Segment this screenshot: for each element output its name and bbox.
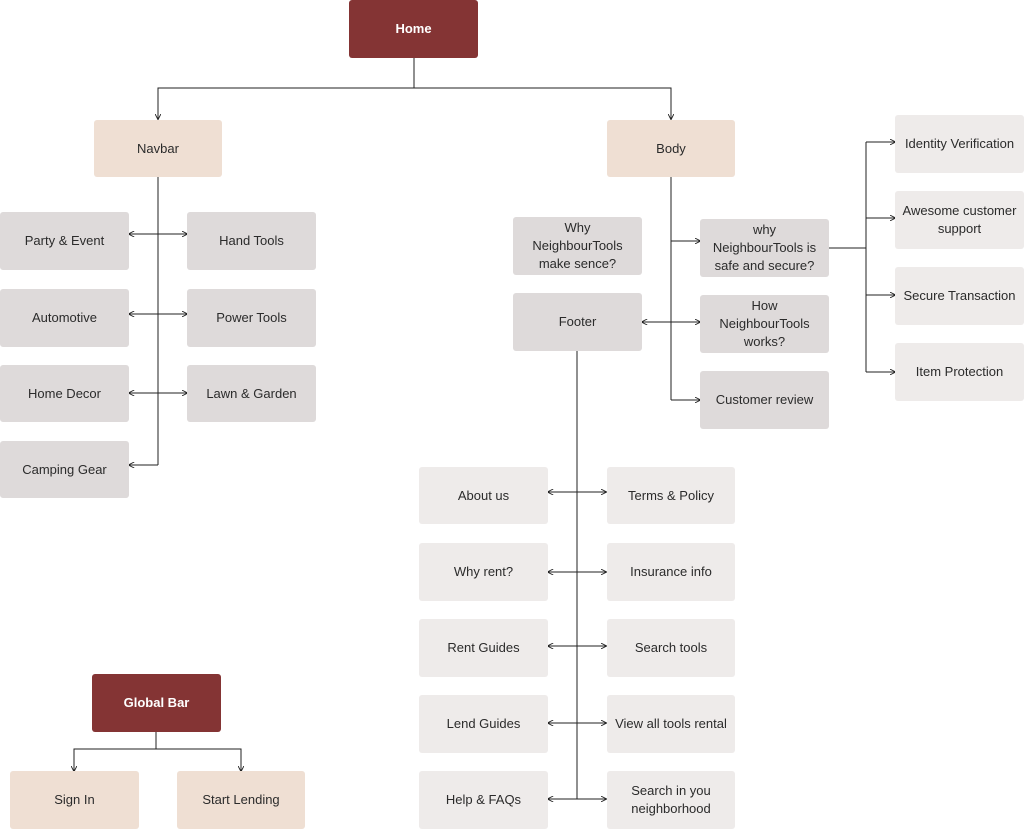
footer-search-tools[interactable]: Search tools — [607, 619, 735, 677]
navbar-item-automotive[interactable]: Automotive — [0, 289, 129, 347]
global-sign-in[interactable]: Sign In — [10, 771, 139, 829]
safety-identity-verification[interactable]: Identity Verification — [895, 115, 1024, 173]
global-start-lending[interactable]: Start Lending — [177, 771, 305, 829]
home-node[interactable]: Home — [349, 0, 478, 58]
footer-insurance-info[interactable]: Insurance info — [607, 543, 735, 601]
footer-terms-policy[interactable]: Terms & Policy — [607, 467, 735, 524]
footer-lend-guides[interactable]: Lend Guides — [419, 695, 548, 753]
body-node[interactable]: Body — [607, 120, 735, 177]
body-how-works[interactable]: How NeighbourTools works? — [700, 295, 829, 353]
footer-why-rent[interactable]: Why rent? — [419, 543, 548, 601]
footer-about-us[interactable]: About us — [419, 467, 548, 524]
footer-search-neighborhood[interactable]: Search in you neighborhood — [607, 771, 735, 829]
navbar-item-party-event[interactable]: Party & Event — [0, 212, 129, 270]
navbar-item-home-decor[interactable]: Home Decor — [0, 365, 129, 422]
safety-secure-transaction[interactable]: Secure Transaction — [895, 267, 1024, 325]
navbar-node[interactable]: Navbar — [94, 120, 222, 177]
navbar-item-lawn-garden[interactable]: Lawn & Garden — [187, 365, 316, 422]
safety-customer-support[interactable]: Awesome customer support — [895, 191, 1024, 249]
body-safe-secure[interactable]: why NeighbourTools is safe and secure? — [700, 219, 829, 277]
body-customer-review[interactable]: Customer review — [700, 371, 829, 429]
global-bar-node[interactable]: Global Bar — [92, 674, 221, 732]
navbar-item-power-tools[interactable]: Power Tools — [187, 289, 316, 347]
footer-rent-guides[interactable]: Rent Guides — [419, 619, 548, 677]
body-why-makes-sense[interactable]: Why NeighbourTools make sence? — [513, 217, 642, 275]
footer-help-faqs[interactable]: Help & FAQs — [419, 771, 548, 829]
footer-node[interactable]: Footer — [513, 293, 642, 351]
navbar-item-hand-tools[interactable]: Hand Tools — [187, 212, 316, 270]
navbar-item-camping-gear[interactable]: Camping Gear — [0, 441, 129, 498]
safety-item-protection[interactable]: Item Protection — [895, 343, 1024, 401]
footer-view-all-rentals[interactable]: View all tools rental — [607, 695, 735, 753]
